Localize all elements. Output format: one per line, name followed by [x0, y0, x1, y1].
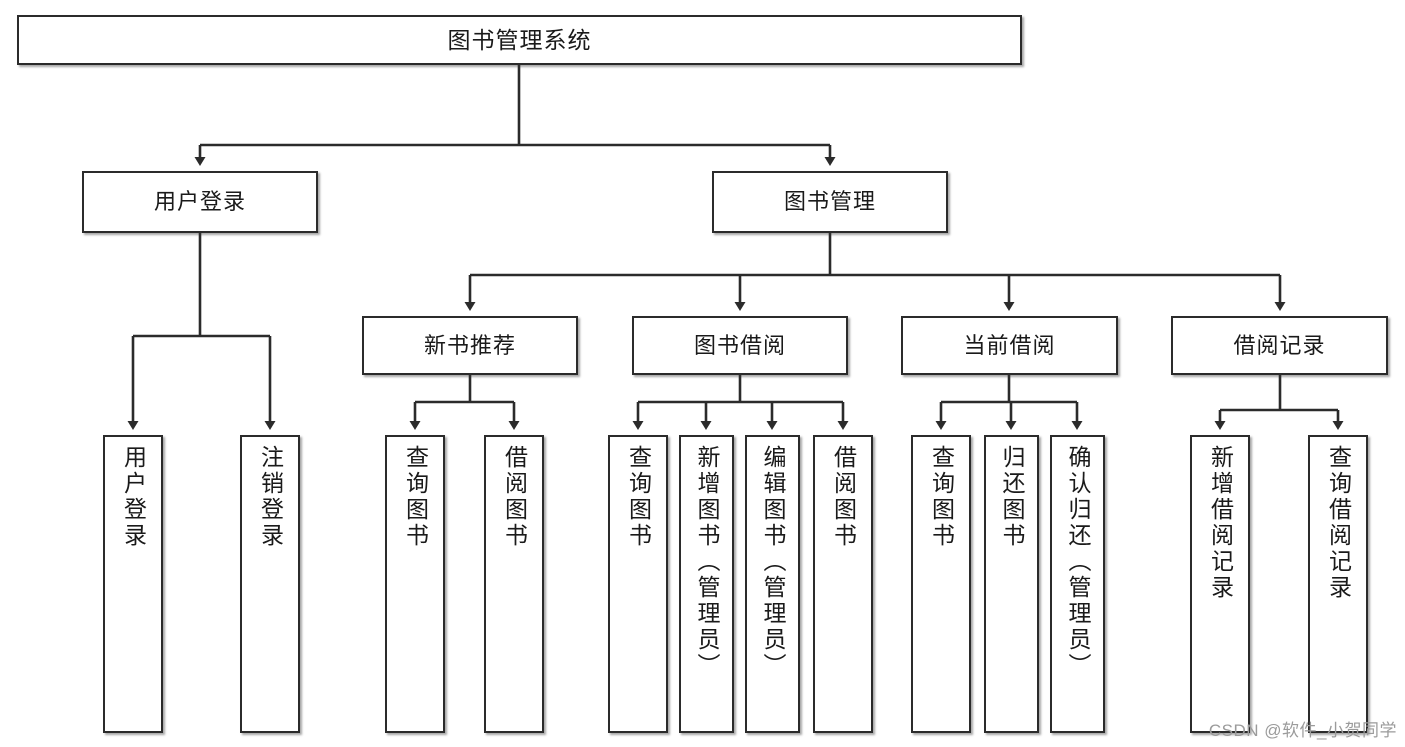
node-leaf-confirm-return-label: 确认归还（管理员）	[1065, 445, 1091, 679]
node-new-book-rec[interactable]: 新书推荐	[362, 316, 578, 375]
node-borrow-records[interactable]: 借阅记录	[1171, 316, 1388, 375]
node-leaf-return-book[interactable]: 归还图书	[984, 435, 1039, 733]
node-leaf-query-book-bb-label: 查询图书	[625, 445, 652, 549]
node-leaf-add-record[interactable]: 新增借阅记录	[1190, 435, 1250, 733]
node-leaf-borrow-book-bb-label: 借阅图书	[830, 445, 857, 549]
watermark-text: CSDN @软件_小贺同学	[1208, 721, 1397, 740]
node-leaf-edit-book[interactable]: 编辑图书（管理员）	[745, 435, 800, 733]
node-leaf-logout[interactable]: 注销登录	[240, 435, 300, 733]
node-current-borrow[interactable]: 当前借阅	[901, 316, 1118, 375]
node-new-book-rec-label: 新书推荐	[423, 332, 516, 358]
node-leaf-borrow-book-bb[interactable]: 借阅图书	[813, 435, 873, 733]
node-leaf-add-book[interactable]: 新增图书（管理员）	[679, 435, 734, 733]
node-leaf-query-record[interactable]: 查询借阅记录	[1308, 435, 1368, 733]
node-leaf-query-record-label: 查询借阅记录	[1325, 445, 1352, 601]
node-leaf-add-record-label: 新增借阅记录	[1207, 445, 1234, 601]
node-leaf-user-login-label: 用户登录	[120, 445, 147, 549]
node-leaf-query-book-cb-label: 查询图书	[928, 445, 955, 549]
node-user-login-label: 用户登录	[153, 189, 246, 215]
node-leaf-query-book-cb[interactable]: 查询图书	[911, 435, 971, 733]
node-root-label: 图书管理系统	[447, 26, 592, 53]
node-book-borrow[interactable]: 图书借阅	[632, 316, 848, 375]
node-root[interactable]: 图书管理系统	[17, 15, 1022, 65]
node-book-manage-label: 图书管理	[783, 189, 876, 215]
node-current-borrow-label: 当前借阅	[963, 332, 1056, 358]
node-leaf-borrow-book-rec[interactable]: 借阅图书	[484, 435, 544, 733]
node-leaf-query-book-bb[interactable]: 查询图书	[608, 435, 668, 733]
node-book-manage[interactable]: 图书管理	[712, 171, 948, 233]
node-leaf-query-book-rec[interactable]: 查询图书	[385, 435, 445, 733]
node-leaf-query-book-rec-label: 查询图书	[402, 445, 429, 549]
node-leaf-borrow-book-rec-label: 借阅图书	[501, 445, 528, 549]
node-leaf-add-book-label: 新增图书（管理员）	[694, 445, 720, 679]
node-leaf-edit-book-label: 编辑图书（管理员）	[760, 445, 786, 679]
node-borrow-records-label: 借阅记录	[1233, 332, 1326, 358]
node-leaf-user-login[interactable]: 用户登录	[103, 435, 163, 733]
node-leaf-confirm-return[interactable]: 确认归还（管理员）	[1050, 435, 1105, 733]
node-book-borrow-label: 图书借阅	[693, 332, 786, 358]
node-leaf-return-book-label: 归还图书	[999, 445, 1025, 549]
node-user-login[interactable]: 用户登录	[82, 171, 318, 233]
node-leaf-logout-label: 注销登录	[257, 445, 284, 549]
